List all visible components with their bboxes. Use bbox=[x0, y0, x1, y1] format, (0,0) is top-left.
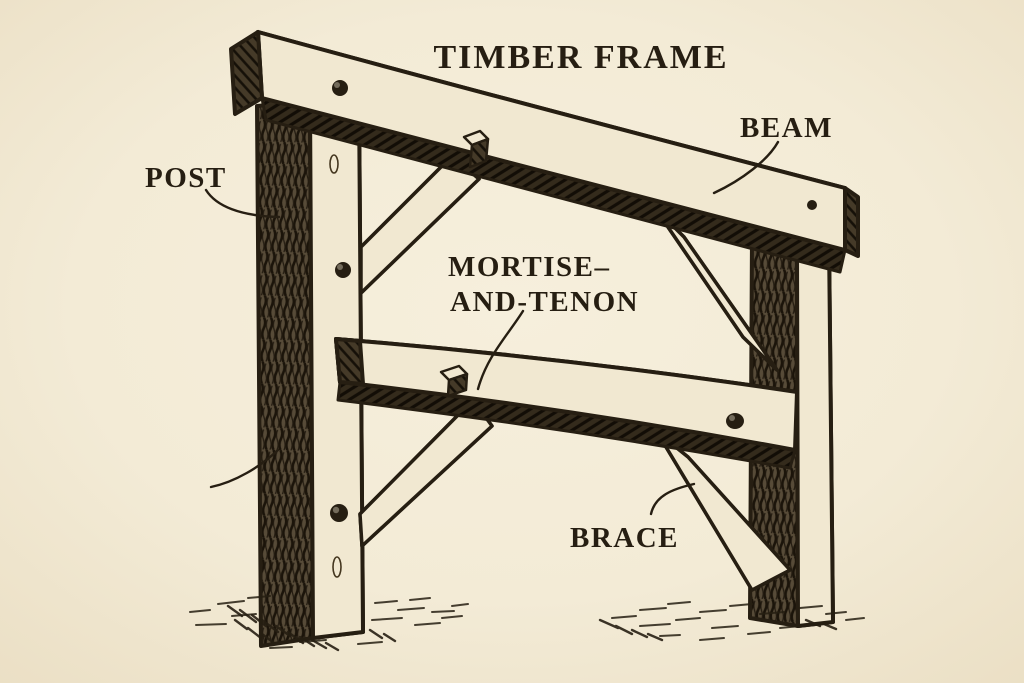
top-beam bbox=[229, 30, 860, 274]
label-mortise-line2: AND-TENON bbox=[450, 286, 639, 318]
brace-leader-line bbox=[649, 482, 696, 516]
rail-tenon-peg bbox=[439, 364, 469, 398]
label-post: POST bbox=[145, 162, 227, 194]
beam-end-grain-right bbox=[843, 186, 860, 258]
middle-rail bbox=[334, 337, 799, 470]
beam-peg bbox=[332, 80, 348, 96]
wood-knot bbox=[332, 556, 342, 578]
beam-end-grain-left bbox=[229, 30, 264, 116]
page-title: TIMBER FRAME bbox=[433, 39, 728, 76]
lower-left-brace bbox=[358, 398, 494, 548]
beam-peg bbox=[807, 200, 817, 210]
beam-tenon-peg bbox=[462, 129, 490, 169]
beam-leader-line bbox=[712, 140, 780, 195]
label-brace: BRACE bbox=[570, 522, 679, 554]
rail-peg bbox=[726, 413, 744, 429]
ground-right bbox=[598, 601, 865, 642]
ground-left bbox=[189, 595, 469, 652]
mortise-leader-line bbox=[476, 309, 525, 391]
rail-end-grain bbox=[334, 337, 365, 386]
post-peg bbox=[335, 262, 351, 278]
post-leader-line bbox=[204, 188, 281, 219]
post-leader-line-2 bbox=[209, 448, 280, 489]
wood-knot bbox=[329, 154, 339, 174]
post-peg bbox=[330, 504, 348, 522]
upper-left-brace bbox=[359, 154, 481, 295]
label-mortise-line1: MORTISE– bbox=[448, 251, 610, 283]
label-beam: BEAM bbox=[740, 112, 833, 144]
